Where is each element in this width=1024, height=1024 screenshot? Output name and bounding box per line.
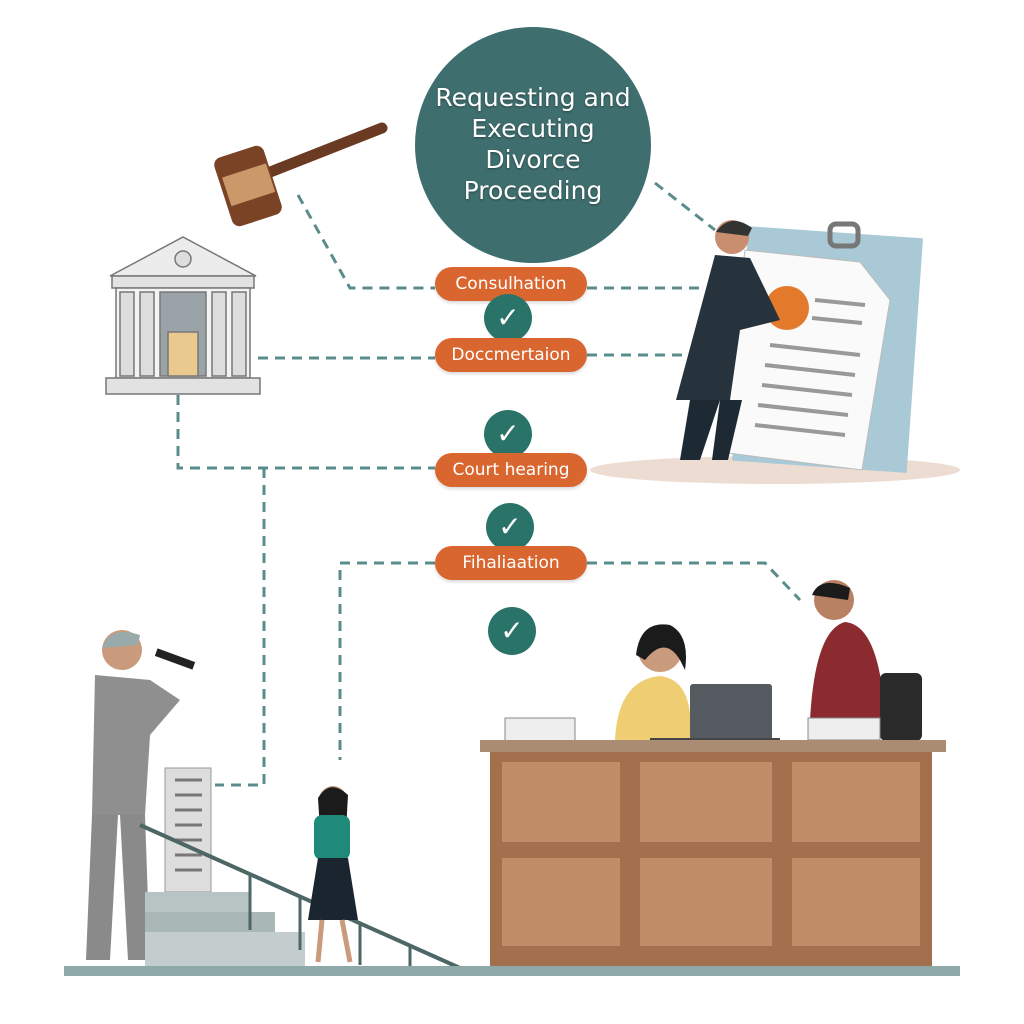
title-line: Requesting and — [435, 83, 631, 112]
diagram-title: Requesting and Executing Divorce Proceed… — [420, 82, 646, 206]
courthouse-icon — [105, 236, 261, 395]
stairs-illustration — [139, 823, 461, 970]
woman-walking-illustration — [308, 786, 358, 963]
floor-line — [64, 966, 960, 976]
office-desk-illustration — [480, 580, 946, 970]
gavel-icon — [214, 122, 388, 227]
step-documentation: Doccmertaion — [435, 338, 587, 372]
lawyer-with-document-illustration — [590, 220, 960, 484]
check-icon: ✓ — [484, 294, 532, 342]
check-icon: ✓ — [484, 410, 532, 458]
step-finalization: Fihaliaation — [435, 546, 587, 580]
title-line: Proceeding — [463, 176, 603, 205]
speaker-at-podium-illustration — [86, 630, 212, 960]
title-line: Divorce — [485, 145, 581, 174]
check-icon: ✓ — [486, 503, 534, 551]
title-line: Executing — [471, 114, 595, 143]
check-icon: ✓ — [488, 607, 536, 655]
step-court-hearing: Court hearing — [435, 453, 587, 487]
dashed-connectors — [176, 181, 802, 787]
title-circle — [415, 27, 651, 263]
